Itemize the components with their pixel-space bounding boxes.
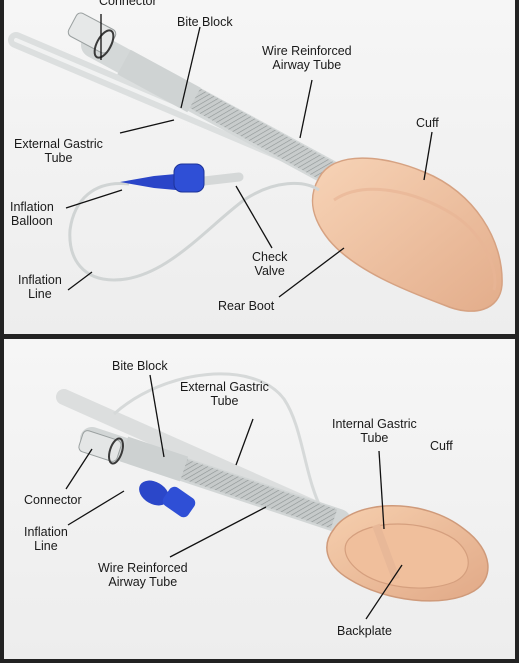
label-cuff: Cuff: [430, 439, 453, 453]
bite-block: [119, 436, 189, 482]
label-bite-block: Bite Block: [112, 359, 168, 373]
label-connector: Connector: [24, 493, 82, 507]
cuff: [311, 157, 503, 312]
label-inflation-line: Inflation Line: [24, 525, 68, 553]
inflation-line: [68, 181, 320, 282]
inflation-balloon: [120, 174, 176, 190]
label-backplate: Backplate: [337, 624, 392, 638]
label-wire-reinforced-airway-tube: Wire Reinforced Airway Tube: [98, 561, 188, 589]
check-valve: [139, 480, 169, 506]
inflation-line: [112, 372, 326, 515]
top-device-illustration: [8, 12, 503, 312]
top-panel: Connector Bite Block Wire Reinforced Air…: [4, 0, 515, 334]
label-rear-boot: Rear Boot: [218, 299, 275, 313]
backplate: [344, 523, 469, 589]
label-wire-reinforced-airway-tube: Wire Reinforced Airway Tube: [262, 44, 352, 72]
label-inflation-balloon: Inflation Balloon: [10, 200, 54, 228]
wire-reinforcement: [180, 459, 338, 529]
label-external-gastric-tube: External Gastric Tube: [14, 137, 103, 165]
internal-gastric-tube: [372, 523, 400, 581]
bite-block: [117, 49, 201, 113]
label-connector: Connector: [99, 0, 157, 8]
label-check-valve: Check Valve: [252, 250, 288, 278]
bottom-device-illustration: [56, 372, 489, 620]
label-cuff: Cuff: [416, 116, 439, 130]
label-internal-gastric-tube: Internal Gastric Tube: [332, 417, 417, 445]
label-inflation-line: Inflation Line: [18, 273, 62, 301]
label-external-gastric-tube: External Gastric Tube: [180, 380, 269, 408]
bottom-panel: Bite Block External Gastric Tube Interna…: [4, 339, 515, 659]
check-valve: [173, 163, 205, 193]
wire-reinforcement: [183, 85, 340, 185]
label-bite-block: Bite Block: [177, 15, 233, 29]
